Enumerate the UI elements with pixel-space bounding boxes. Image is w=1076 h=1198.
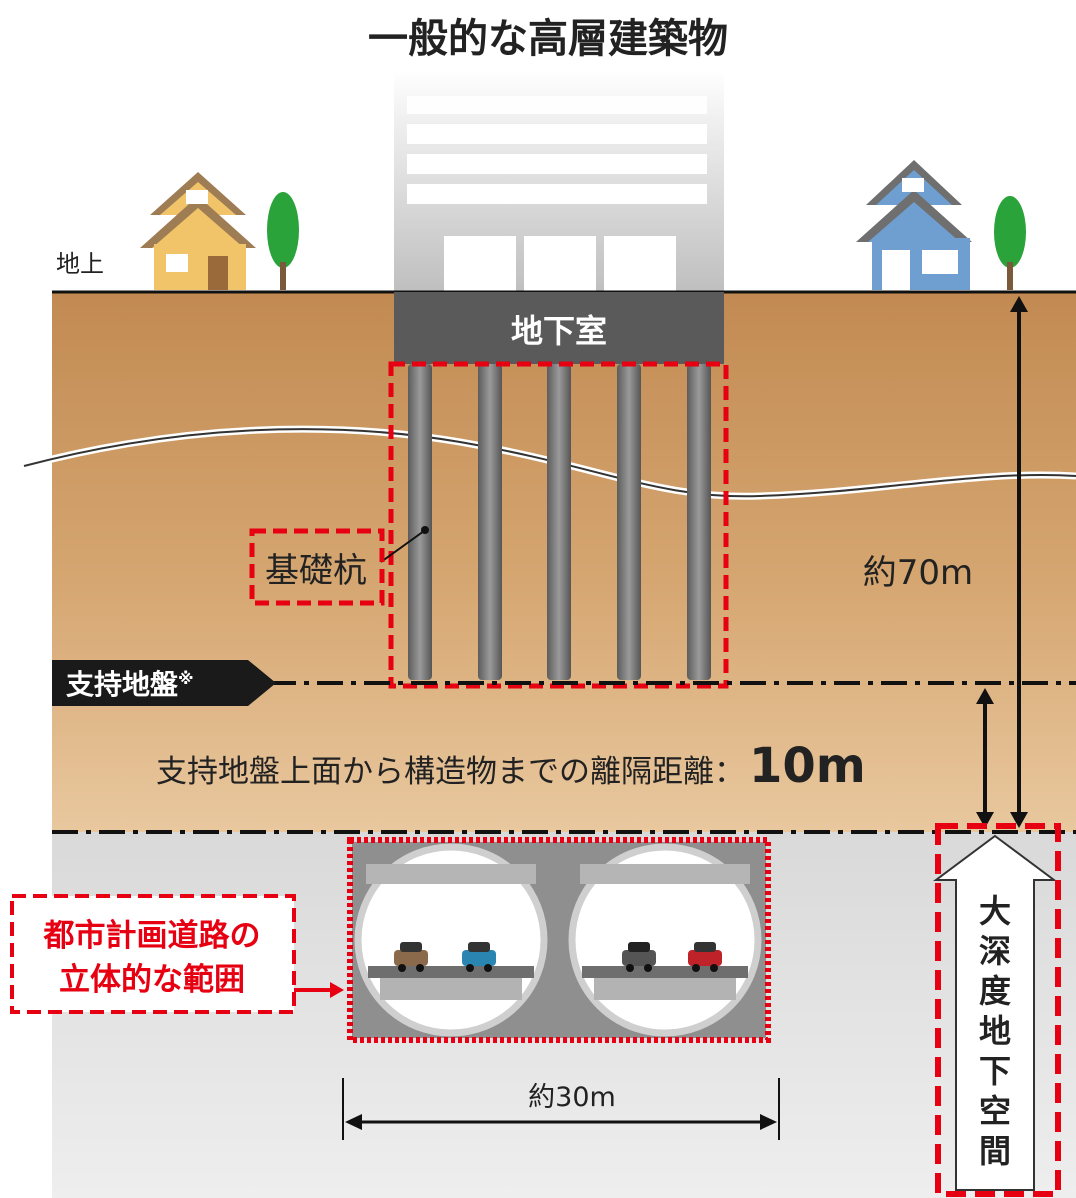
piles-label-highlight [249, 528, 385, 606]
car-icon [394, 942, 428, 972]
car-icon [688, 942, 722, 972]
diagram-title: 一般的な高層建築物 [368, 16, 728, 62]
width-dimension: 約30m [342, 1078, 780, 1140]
tree-icon [267, 192, 299, 290]
basement: 地下室 [394, 292, 724, 364]
depth-total-label: 約70m [863, 553, 973, 593]
deep-underground-char: 空 [979, 1092, 1011, 1130]
arrow-icon [932, 834, 1058, 1191]
deep-underground-char: 下 [979, 1052, 1011, 1090]
deep-underground-marker: 大 深 度 地 下 空 間 [932, 823, 1061, 1197]
house-icon [856, 160, 972, 290]
car-icon [622, 942, 656, 972]
road-range-label-box [10, 894, 296, 1014]
foundation-piles [408, 364, 711, 680]
deep-underground-char: 地 [979, 1012, 1011, 1050]
tunnel-section [352, 842, 766, 1038]
width-label: 約30m [528, 1082, 616, 1113]
bearing-stratum-tag: 支持地盤※ [52, 660, 276, 706]
arrow-icon [1010, 296, 1028, 828]
deep-underground-char: 度 [979, 972, 1011, 1010]
deep-underground-char: 間 [979, 1132, 1011, 1170]
high-rise-building [394, 70, 724, 292]
deep-underground-char: 深 [979, 932, 1011, 970]
deep-underground-char: 大 [979, 892, 1011, 930]
bearing-stratum-label: 支持地盤※ [66, 668, 194, 701]
tunnel-highlight [347, 837, 771, 1043]
separation-label: 支持地盤上面から構造物までの離隔距離：10m [156, 738, 866, 794]
arrow-icon [976, 688, 994, 828]
piles-highlight [388, 361, 729, 689]
basement-label: 地下室 [511, 312, 607, 350]
car-icon [462, 942, 496, 972]
arrow-icon [294, 982, 344, 998]
road-range-label-line1: 都市計画道路の [43, 918, 261, 954]
road-range-label-line2: 立体的な範囲 [59, 962, 245, 998]
ground-label: 地上 [56, 250, 104, 278]
piles-label: 基礎杭 [265, 551, 367, 591]
house-icon [140, 172, 256, 290]
tree-icon [994, 196, 1026, 290]
